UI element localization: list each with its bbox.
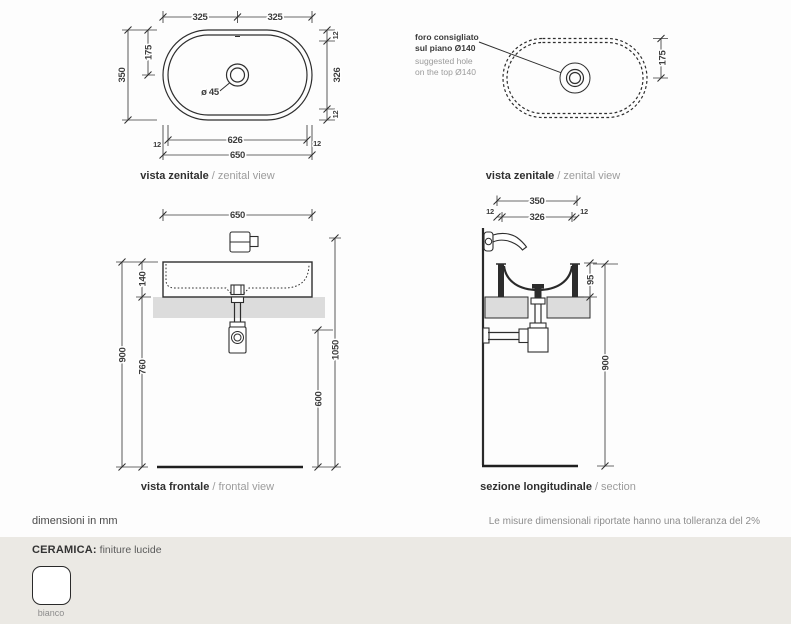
dimension-lines: [122, 11, 335, 160]
caption-section: sezione longitudinale/ section: [455, 481, 661, 493]
note-leader-line: [478, 41, 562, 74]
drain-fitting: [230, 284, 245, 296]
caption-title-en: / zenital view: [211, 170, 275, 182]
dim-rim-right: 12: [313, 139, 321, 148]
suggested-hole-outline: [478, 37, 648, 119]
dim-half-height: 175: [658, 50, 669, 66]
section-view-drawing: 350 12 326 12 95 900: [481, 195, 618, 470]
frontal-view-drawing: 650 900 140 760 600 1050: [116, 209, 343, 471]
dim-floor-to-counter: 760: [138, 360, 149, 375]
zenital-view-right-drawing: foro consigliato sul piano Ø140 suggeste…: [415, 32, 670, 119]
dim-drain-outlet-height: 600: [314, 392, 325, 407]
caption-zenital-left: vista zenitale/ zenital view: [105, 170, 310, 182]
ceramic-label: CERAMICA:: [32, 544, 97, 556]
dimension-lines: [493, 195, 618, 470]
dim-rim-front: 12: [486, 207, 494, 216]
dim-height: 350: [117, 68, 128, 83]
note-en-line1: suggested hole: [415, 56, 473, 66]
dim-drain-diameter: ø 45: [201, 87, 220, 98]
basin-top-outline: [162, 29, 313, 121]
dim-bowl-depth: 95: [586, 274, 597, 285]
dim-inner-depth: 326: [530, 212, 545, 223]
dim-depth: 350: [530, 196, 545, 207]
basin-front-outline: [162, 261, 313, 298]
drain-fitting: [532, 284, 544, 289]
caption-frontal: vista frontale/ frontal view: [105, 481, 310, 493]
countertop-section-right: [546, 296, 591, 319]
dim-rim-top: 12: [331, 32, 340, 40]
dim-top-half-right: 325: [268, 12, 284, 23]
countertop-front: [153, 297, 325, 318]
caption-zenital-right: vista zenitale/ zenital view: [450, 170, 656, 182]
caption-title-en: / section: [594, 481, 636, 493]
dim-top-half-left: 325: [193, 12, 209, 23]
caption-title-en: / frontal view: [212, 481, 275, 493]
finish-swatch-label: bianco: [37, 608, 65, 618]
drain-trap-front: [228, 296, 247, 354]
dimension-lines: [116, 209, 341, 471]
dim-rim-left: 12: [153, 140, 161, 149]
basin-section: [496, 263, 580, 298]
ceramic-value: finiture lucide: [99, 544, 162, 556]
finish-band: [0, 537, 791, 624]
faucet-front: [229, 231, 259, 253]
dim-half-height: 175: [144, 44, 155, 60]
dimension-lines: [653, 34, 668, 82]
dim-floor-to-rim: 900: [118, 348, 129, 363]
dim-width: 650: [230, 210, 245, 221]
dim-width: 650: [230, 150, 245, 161]
drain-leader-line: [217, 82, 230, 93]
dim-inner-width: 626: [228, 135, 243, 146]
caption-title-en: / zenital view: [557, 170, 621, 182]
dim-rim-back: 12: [580, 207, 588, 216]
dim-rim-bottom: 12: [331, 111, 340, 119]
drain-trap-section: [482, 297, 549, 353]
caption-title-it: vista zenitale: [485, 170, 555, 182]
note-en-line2: on the top Ø140: [415, 67, 476, 77]
caption-title-it: vista zenitale: [140, 170, 209, 182]
finish-swatch-bianco: [32, 566, 71, 605]
note-it-line2: sul piano Ø140: [415, 43, 476, 53]
caption-title-it: vista frontale: [140, 481, 210, 493]
note-it-line1: foro consigliato: [415, 32, 479, 42]
caption-title-it: sezione longitudinale: [480, 481, 592, 493]
countertop-section-left: [484, 296, 529, 319]
dim-inner-height: 326: [332, 68, 343, 83]
ceramic-finish-line: CERAMICA: finiture lucide: [32, 544, 162, 556]
faucet-section: [483, 231, 528, 252]
tolerance-note: Le misure dimensionali riportate hanno u…: [488, 516, 760, 527]
dimensions-note: dimensioni in mm: [32, 515, 118, 527]
dim-floor-to-rim: 900: [601, 356, 612, 371]
dim-basin-height: 140: [138, 272, 149, 287]
zenital-view-left-drawing: 325 325 350 175 12 326 12 ø 45 12 626 12…: [116, 11, 345, 163]
dim-overall-height: 1050: [331, 340, 342, 360]
